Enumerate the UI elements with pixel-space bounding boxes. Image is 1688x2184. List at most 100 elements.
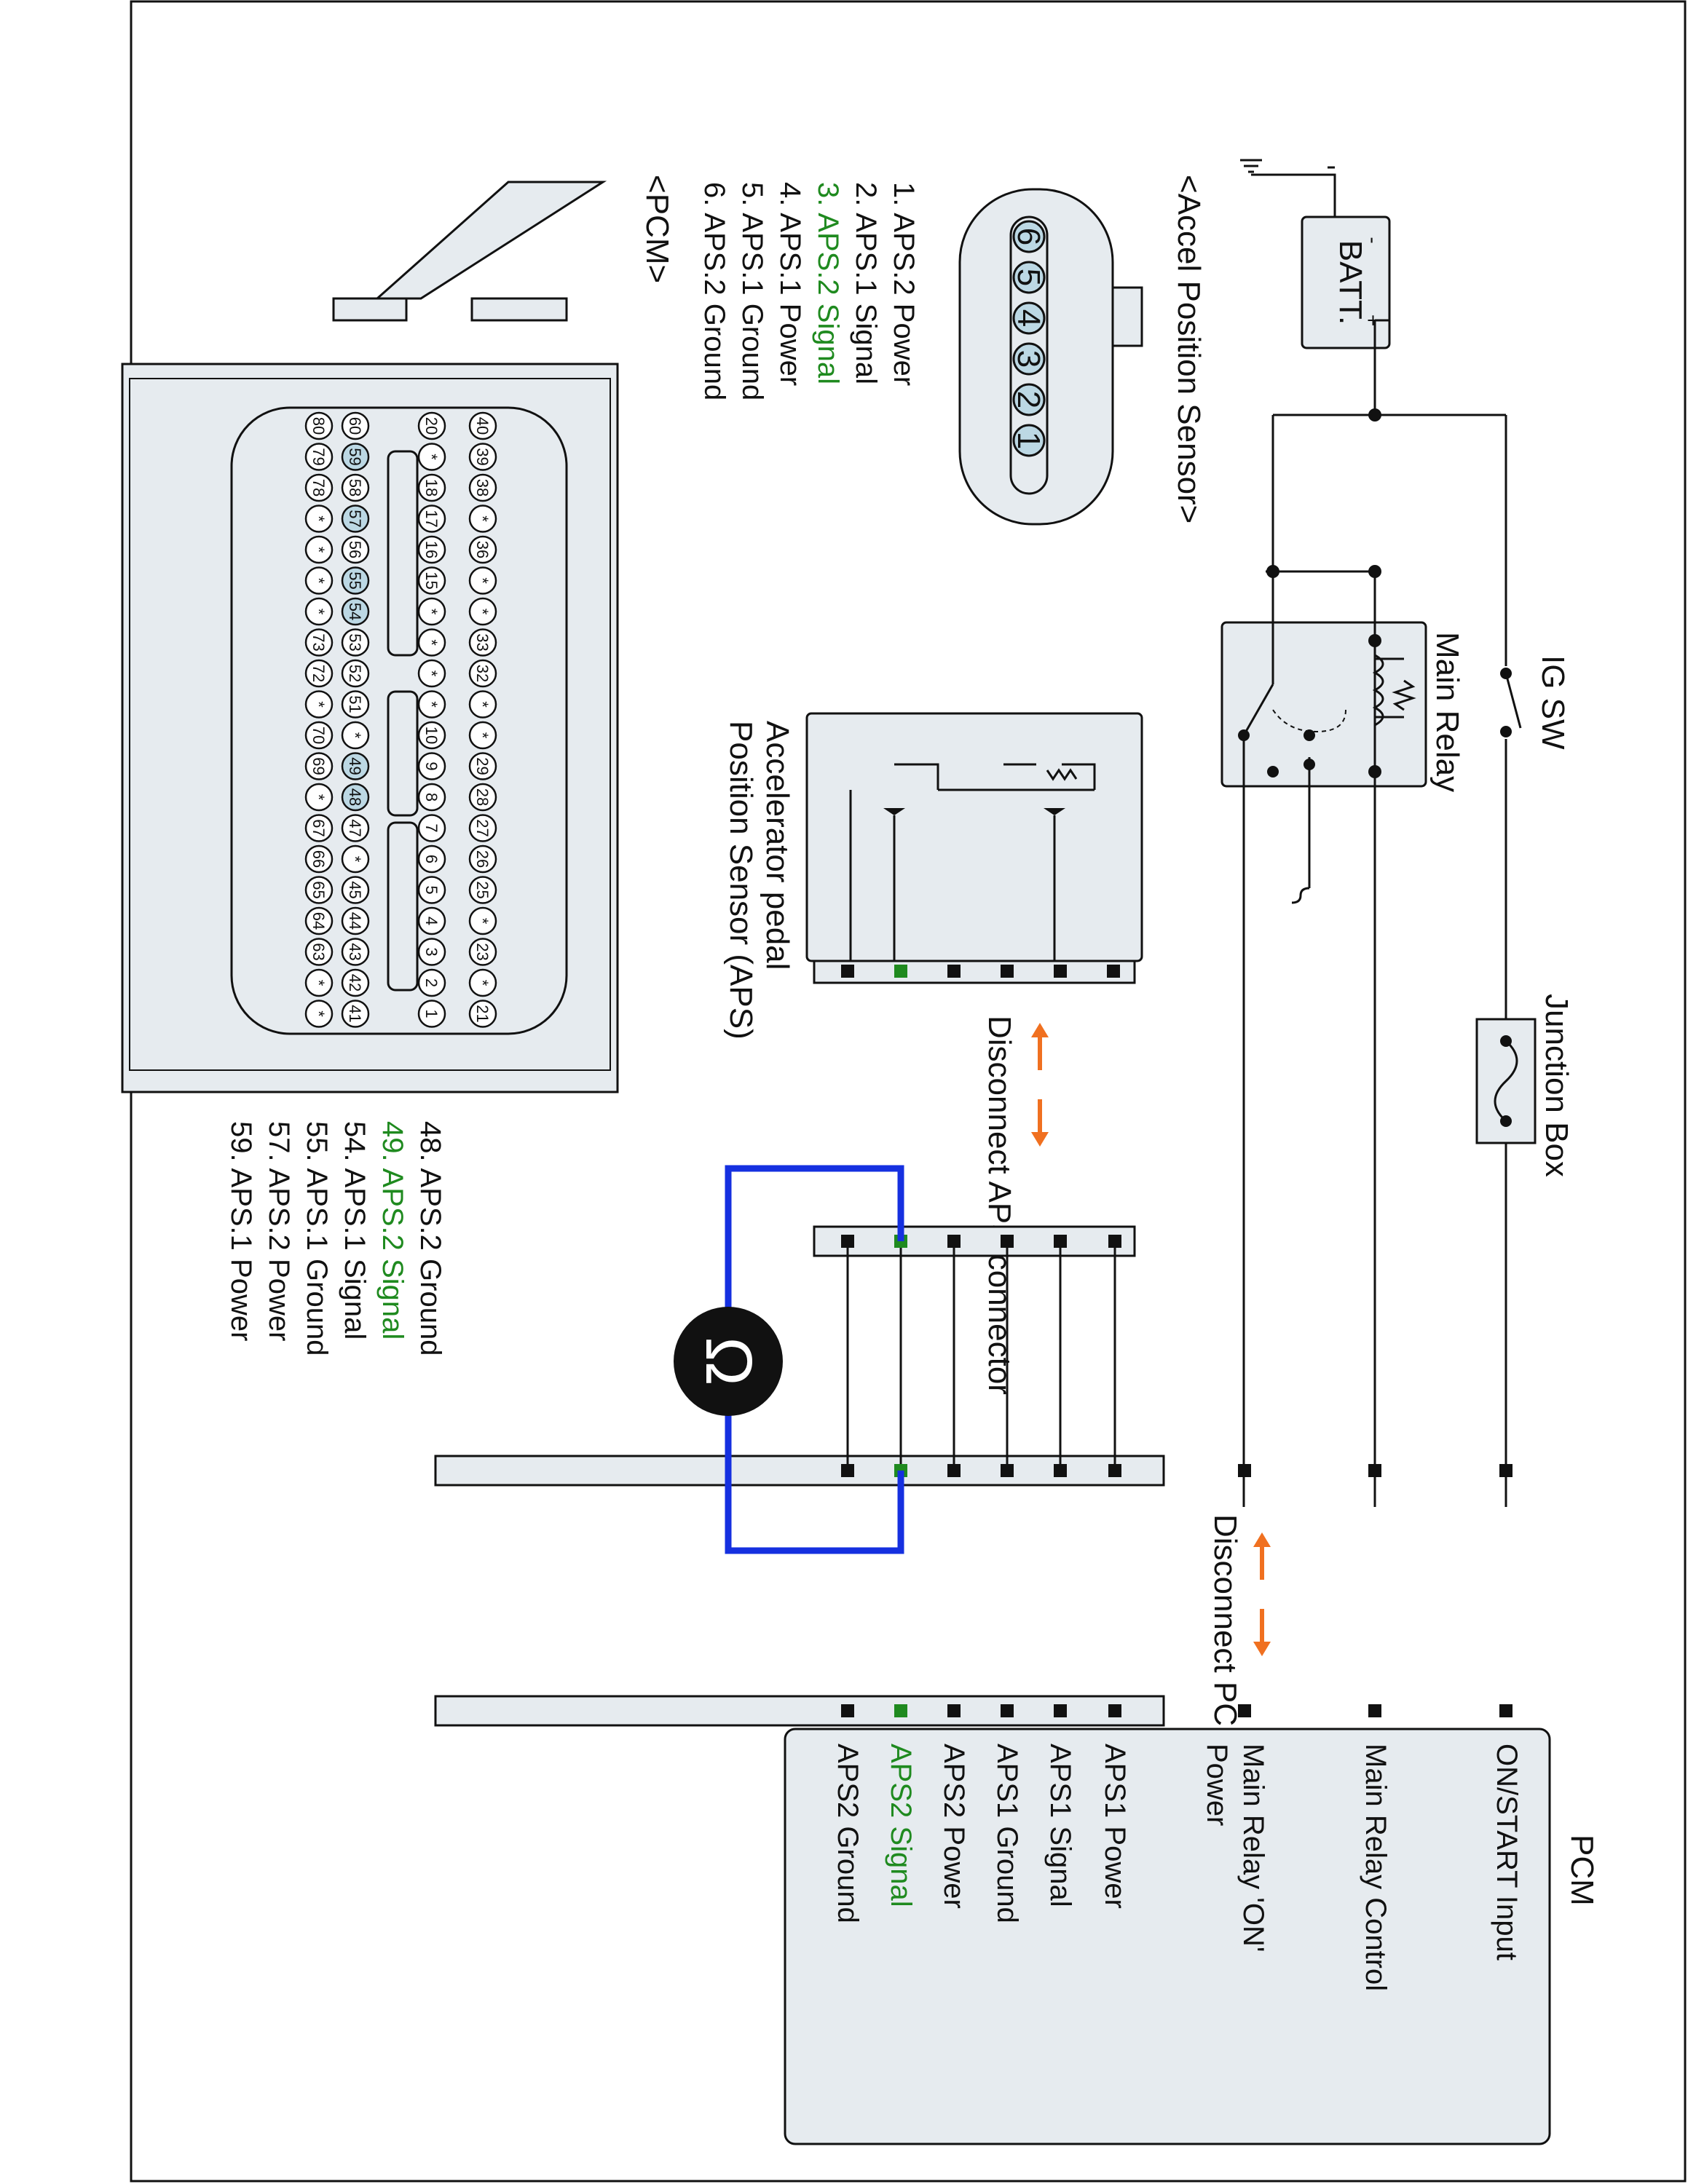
aps-pin-label: 4. APS.1 Power	[774, 182, 806, 386]
pcm-pin-number: 49	[346, 757, 364, 775]
pcm-pin	[468, 876, 497, 904]
pcm-pin-number: 44	[346, 912, 364, 930]
pcm-pin	[304, 844, 334, 874]
pcm-pin-legend: 48. APS.2 Ground 49. APS.2 Signal 54. AP…	[225, 1121, 446, 1356]
pcm-pin-number: 57	[346, 510, 364, 527]
pcm-pin-grid: 20*18171615****10987654321403938*36**333…	[304, 411, 497, 1028]
ig-switch-label: IG SW	[1535, 655, 1571, 750]
pcm-pin	[417, 844, 446, 874]
pcm-pin-number: *	[309, 577, 328, 584]
pcm-pin	[304, 906, 334, 935]
pcm-pin-number: 65	[309, 881, 328, 898]
pcm-pin	[341, 690, 370, 719]
pcm-pin-number: 25	[473, 881, 492, 898]
pcm-pin	[304, 535, 334, 564]
pcm-pin	[468, 659, 497, 688]
pcm-pin-number: 73	[309, 633, 328, 651]
pcm-pin-number: 69	[309, 757, 328, 775]
pcm-pin-number: *	[473, 701, 492, 708]
pcm-pin	[341, 566, 370, 595]
pcm-pin	[341, 752, 370, 780]
battery-minus: -	[1362, 237, 1384, 243]
pcm-pin	[417, 690, 446, 719]
pcm-pin-number: 67	[309, 819, 328, 836]
pcm-pin	[304, 938, 334, 966]
pcm-connector-face: <PCM> 20*18171615****10987654321403938*3…	[121, 175, 675, 1093]
pcm-pin-number: *	[346, 732, 364, 739]
pcm-pin	[417, 566, 446, 595]
pcm-terminal: APS2 Ground	[832, 1744, 864, 1923]
pcm-pin	[468, 690, 497, 719]
aps-schematic-label-2: Position Sensor (APS)	[723, 721, 759, 1040]
pcm-pin	[304, 1000, 334, 1028]
pcm-pin	[417, 659, 446, 688]
pcm-pin	[417, 814, 446, 842]
pcm-pin	[304, 505, 334, 533]
pcm-pin	[468, 443, 497, 471]
pcm-pin-number: *	[473, 980, 492, 986]
aps-pin-label: 6. APS.2 Ground	[698, 182, 730, 400]
pcm-pin-number: 15	[422, 571, 441, 589]
pcm-pin	[468, 1000, 497, 1028]
pcm-pin	[304, 721, 334, 750]
pcm-pin-number: *	[422, 454, 441, 460]
pcm-pin	[341, 968, 370, 997]
pcm-pin	[417, 1000, 446, 1028]
pcm-pin	[341, 814, 370, 842]
pcm-pin-label: 48. APS.2 Ground	[414, 1121, 446, 1356]
pcm-pin-number: 33	[473, 633, 492, 651]
pcm-pin	[417, 783, 446, 812]
pcm-pin-number: 18	[422, 479, 441, 496]
pcm-pin-label: 59. APS.1 Power	[225, 1121, 257, 1341]
pcm-pin	[417, 535, 446, 564]
pcm-pin-number: *	[309, 1010, 328, 1017]
pcm-pin	[468, 721, 497, 750]
pcm-box: PCM ON/START Input Main Relay Control Ma…	[434, 1695, 1600, 2145]
relay-wiring	[1242, 571, 1376, 1507]
pcm-pin-number: 23	[473, 943, 492, 960]
main-relay-label: Main Relay	[1429, 632, 1465, 792]
main-relay: Main Relay	[1220, 621, 1465, 792]
pcm-pin-number: 60	[346, 417, 364, 435]
pcm-pin-number: 36	[473, 541, 492, 558]
pcm-pin-number: 3	[422, 947, 441, 956]
pcm-pin	[341, 628, 370, 657]
aps-schematic-label: Accelerator pedal	[760, 721, 795, 970]
pcm-pin	[417, 628, 446, 657]
pcm-pin-number: 4	[422, 917, 441, 925]
pcm-pin-number: 70	[309, 727, 328, 744]
pcm-pin	[341, 411, 370, 440]
pcm-pin	[341, 659, 370, 688]
aps-terminal	[1107, 965, 1120, 978]
pcm-pin-number: 6	[422, 855, 441, 863]
pcm-terminal: APS2 Power	[938, 1744, 970, 1909]
pcm-pin	[417, 443, 446, 471]
pcm-pin	[341, 938, 370, 966]
pcm-pin	[304, 411, 334, 440]
pcm-pin-number: *	[422, 639, 441, 646]
aps-pin-legend: 1. APS.2 Power 2. APS.1 Signal 3. APS.2 …	[698, 182, 920, 400]
pcm-pin	[341, 443, 370, 471]
pcm-pin-label: 57. APS.2 Power	[263, 1121, 295, 1341]
pcm-terminal-labels: ON/START Input Main Relay Control Main R…	[832, 1744, 1523, 1991]
pcm-connector-title: <PCM>	[639, 175, 675, 283]
pcm-pin	[417, 505, 446, 533]
pcm-pin	[304, 968, 334, 997]
disconnect-aps-label: Disconnect APS connector	[982, 1016, 1017, 1395]
pcm-pin-number: 17	[422, 510, 441, 527]
pcm-pin	[341, 906, 370, 935]
pcm-pin-number: 5	[422, 885, 441, 894]
pcm-pin	[341, 505, 370, 533]
pcm-pin	[341, 844, 370, 874]
pcm-pin-number: *	[473, 609, 492, 615]
pcm-pin-number: *	[473, 732, 492, 739]
pcm-pin-number: *	[346, 856, 364, 863]
pcm-pin	[341, 1000, 370, 1028]
pcm-pin-number: 40	[473, 417, 492, 435]
pcm-pin-number: *	[309, 701, 328, 708]
pcm-pin-number: *	[473, 577, 492, 584]
pcm-pin-number: 9	[422, 761, 441, 770]
aps-connector-face: <Accel Position Sensor> 6 5 4 3 2 1 1. A…	[698, 175, 1207, 526]
aps-pin: 3	[1011, 350, 1046, 368]
pcm-pin-number: *	[422, 670, 441, 677]
